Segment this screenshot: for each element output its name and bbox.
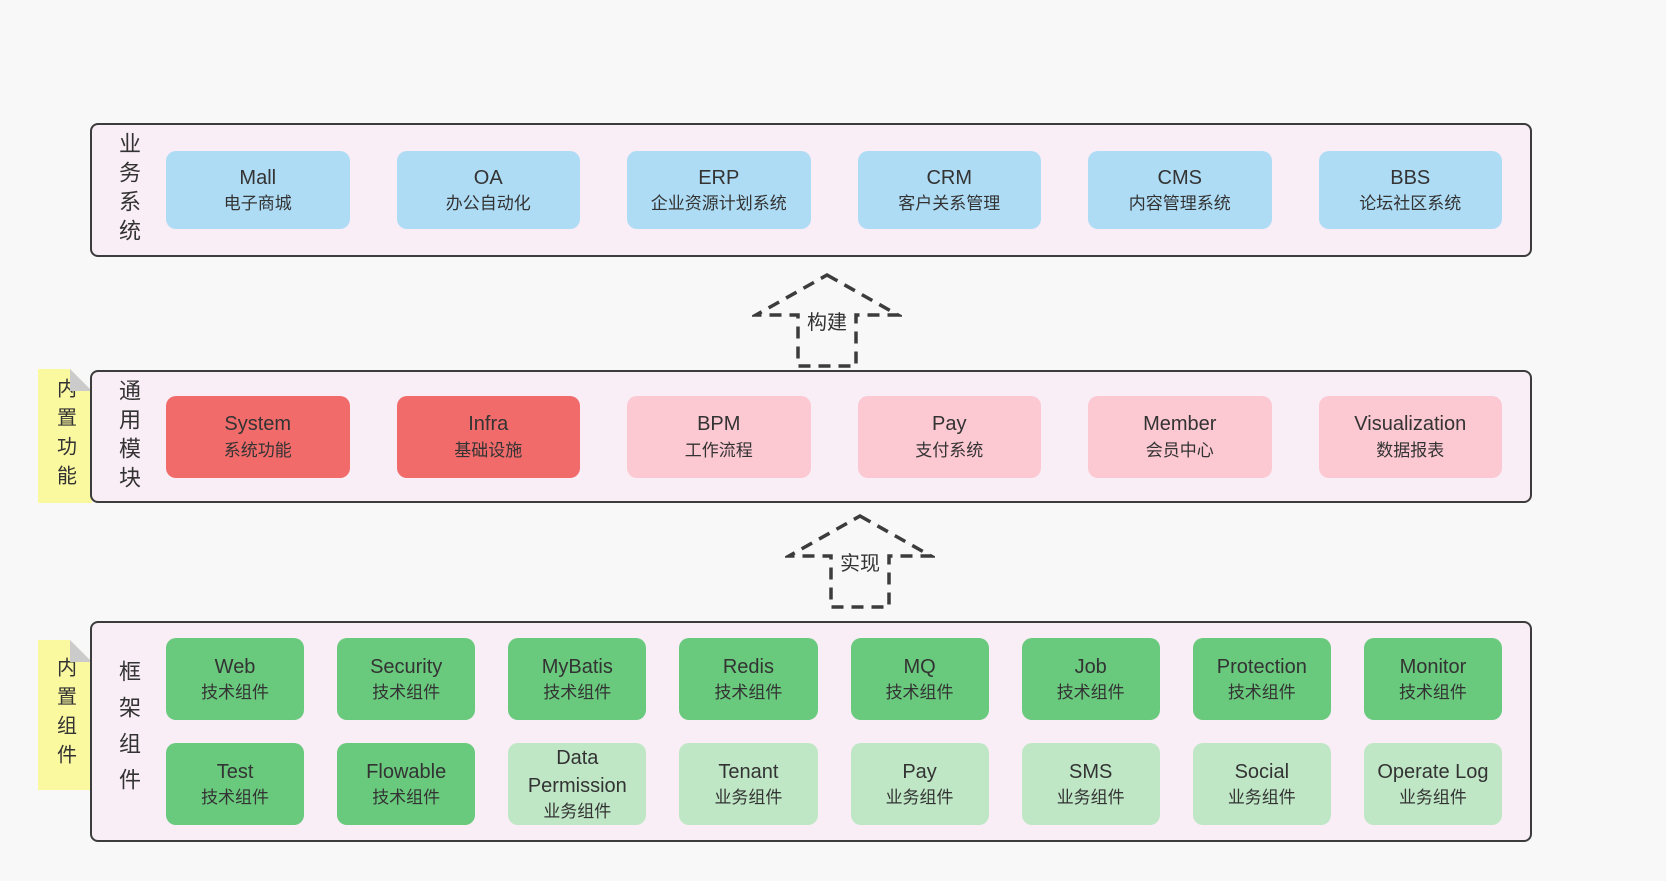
box-social: Social 业务组件 (1192, 743, 1331, 825)
built-in-components-note: 内置组件 (38, 640, 92, 790)
common-modules-panel: 通用模块 System 系统功能 Infra 基础设施 BPM 工作流程 Pay… (90, 370, 1532, 503)
implement-arrow-label: 实现 (837, 547, 883, 576)
box-crm: CRM 客户关系管理 (857, 151, 1041, 229)
box-visualization: Visualization 数据报表 (1318, 395, 1502, 478)
build-arrow-label: 构建 (804, 306, 850, 335)
box-pay-component: Pay 业务组件 (850, 743, 989, 825)
box-pay: Pay 支付系统 (857, 395, 1041, 478)
box-test: Test 技术组件 (166, 743, 305, 825)
box-infra: Infra 基础设施 (396, 395, 580, 478)
box-bbs: BBS 论坛社区系统 (1318, 151, 1502, 229)
box-operate-log: Operate Log 业务组件 (1363, 743, 1502, 825)
box-bpm: BPM 工作流程 (627, 395, 811, 478)
box-cms: CMS 内容管理系统 (1088, 151, 1272, 229)
framework-row-1: Web 技术组件 Security 技术组件 MyBatis 技术组件 Redi… (166, 638, 1502, 720)
common-modules-label: 通用模块 (116, 378, 141, 495)
box-security: Security 技术组件 (337, 638, 476, 720)
business-systems-row: Mall 电子商城 OA 办公自动化 ERP 企业资源计划系统 CRM 客户关系… (166, 125, 1502, 255)
business-systems-label: 业务系统 (116, 132, 141, 248)
framework-row-2: Test 技术组件 Flowable 技术组件 Data Permission … (166, 743, 1502, 825)
box-redis: Redis 技术组件 (679, 638, 818, 720)
framework-components-label: 框架组件 (116, 659, 141, 804)
built-in-components-label: 内置组件 (53, 657, 76, 773)
box-mq: MQ 技术组件 (850, 638, 989, 720)
box-protection: Protection 技术组件 (1192, 638, 1331, 720)
business-systems-panel: 业务系统 Mall 电子商城 OA 办公自动化 ERP 企业资源计划系统 CRM… (90, 123, 1532, 257)
box-job: Job 技术组件 (1021, 638, 1160, 720)
box-flowable: Flowable 技术组件 (337, 743, 476, 825)
box-member: Member 会员中心 (1088, 395, 1272, 478)
box-oa: OA 办公自动化 (396, 151, 580, 229)
box-erp: ERP 企业资源计划系统 (627, 151, 811, 229)
framework-components-grid: Web 技术组件 Security 技术组件 MyBatis 技术组件 Redi… (166, 623, 1502, 840)
implement-arrow: 实现 (785, 514, 935, 610)
box-mybatis: MyBatis 技术组件 (508, 638, 647, 720)
note-fold-icon (70, 640, 92, 662)
build-arrow: 构建 (752, 273, 902, 369)
box-sms: SMS 业务组件 (1021, 743, 1160, 825)
built-in-features-label: 内置功能 (53, 378, 76, 494)
box-mall: Mall 电子商城 (166, 151, 350, 229)
note-fold-icon (70, 369, 92, 391)
box-tenant: Tenant 业务组件 (679, 743, 818, 825)
box-system: System 系统功能 (166, 395, 350, 478)
common-modules-row: System 系统功能 Infra 基础设施 BPM 工作流程 Pay 支付系统… (166, 372, 1502, 501)
box-monitor: Monitor 技术组件 (1363, 638, 1502, 720)
box-web: Web 技术组件 (166, 638, 305, 720)
built-in-features-note: 内置功能 (38, 369, 92, 503)
framework-components-panel: 框架组件 Web 技术组件 Security 技术组件 MyBatis 技术组件… (90, 621, 1532, 842)
box-data-permission: Data Permission 业务组件 (508, 743, 647, 825)
